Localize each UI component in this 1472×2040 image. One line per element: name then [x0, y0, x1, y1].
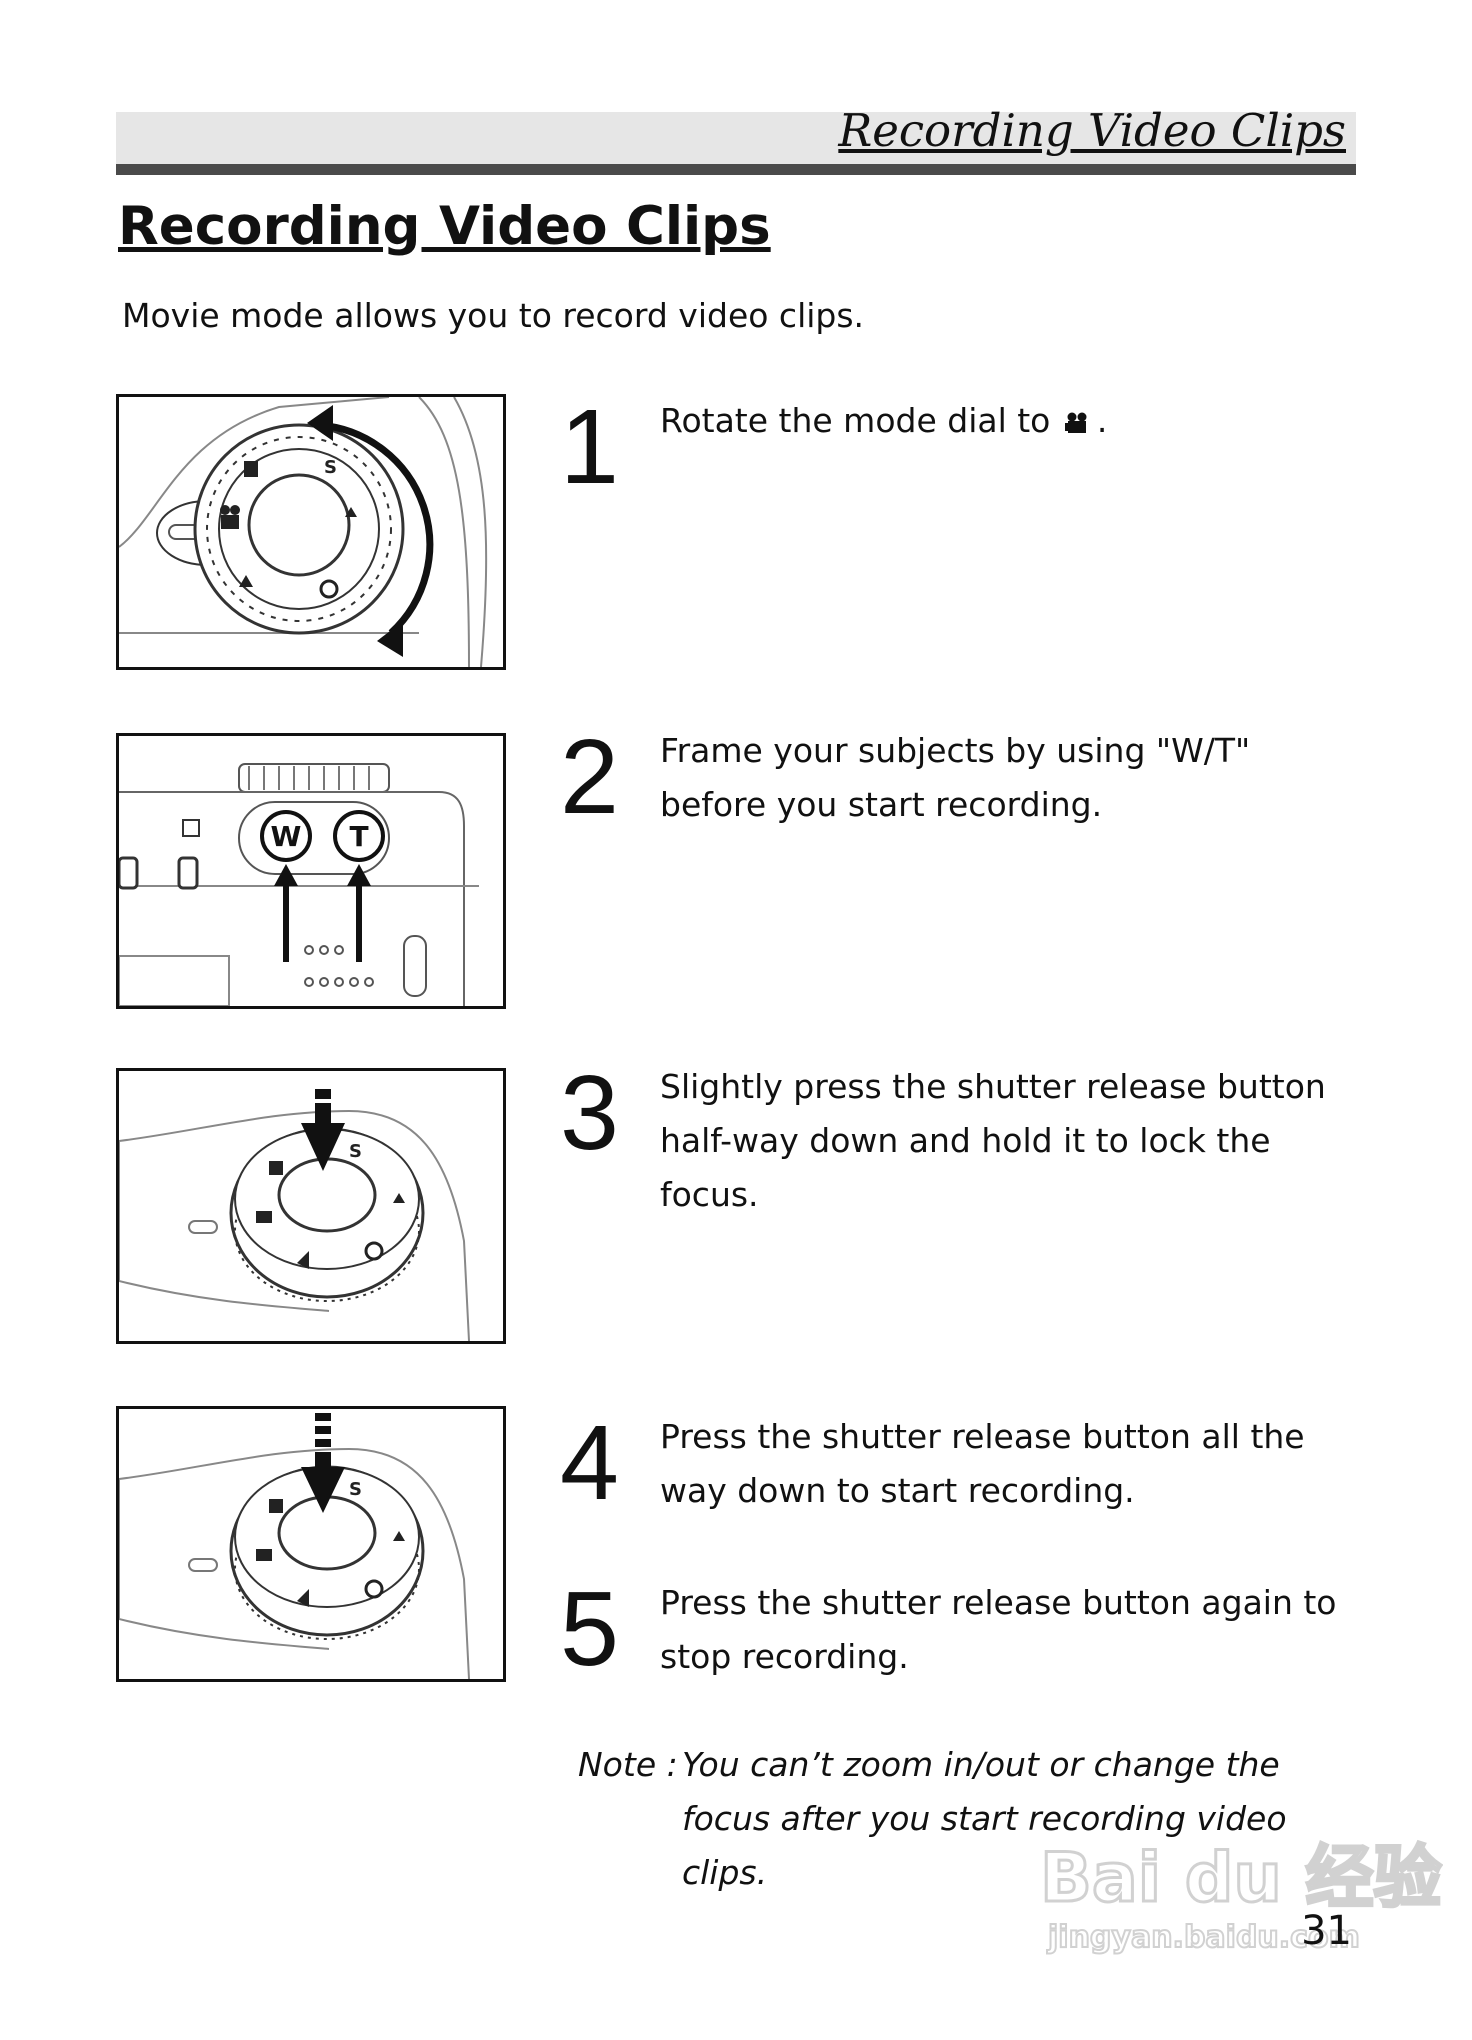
step-4-text: Press the shutter release button all the… — [660, 1417, 1305, 1510]
page-number: 31 — [1301, 1908, 1352, 1954]
note-text: You can’t zoom in/out or change the focu… — [682, 1745, 1287, 1892]
step-4-number: 4 — [560, 1404, 619, 1522]
step-5-number: 5 — [560, 1570, 619, 1688]
zoom-w-label: W — [271, 820, 302, 853]
note-block: Note : You can’t zoom in/out or change t… — [578, 1738, 1287, 1892]
dial-s-label: S — [324, 457, 337, 478]
running-header-title: Recording Video Clips — [838, 104, 1346, 157]
full-press-illustration: S — [119, 1413, 470, 1679]
figure-zoom-buttons: W T — [116, 733, 506, 1009]
step-5-text: Press the shutter release button again t… — [660, 1583, 1337, 1676]
zoom-t-label: T — [349, 820, 368, 853]
step-1-text-label: Rotate the mode dial to — [660, 401, 1051, 440]
mode-dial-illustration: S — [119, 397, 488, 667]
header-band — [116, 112, 1356, 164]
figure-mode-dial: S — [116, 394, 506, 670]
dial-s-label: S — [349, 1141, 362, 1162]
watermark-url: jingyan.baidu.com — [1047, 1919, 1361, 1956]
step-3-text: Slightly press the shutter release butto… — [660, 1067, 1326, 1214]
watermark-logo-text: Bai du 经验 — [1038, 1838, 1442, 1920]
baidu-watermark: Bai du 经验 jingyan.baidu.com — [1038, 1822, 1442, 1982]
dial-s-label: S — [349, 1479, 362, 1500]
half-press-illustration: S — [119, 1089, 470, 1341]
step-1-number: 1 — [560, 388, 619, 506]
intro-text: Movie mode allows you to record video cl… — [122, 296, 865, 335]
page-title: Recording Video Clips — [118, 196, 771, 257]
header-rule — [116, 164, 1356, 175]
figure-half-press: S — [116, 1068, 506, 1344]
figure-full-press: S — [116, 1406, 506, 1682]
step-1-text: Rotate the mode dial to . — [660, 394, 1360, 450]
movie-camera-icon — [1064, 396, 1089, 450]
step-3-number: 3 — [560, 1054, 619, 1172]
zoom-buttons-illustration: W T — [119, 763, 479, 1006]
step-2-number: 2 — [560, 718, 619, 836]
movie-mode-icon — [221, 515, 239, 529]
note-label: Note : — [578, 1745, 678, 1784]
step-2-text: Frame your subjects by using "W/T" befor… — [660, 731, 1251, 824]
step-1-text-end: . — [1096, 401, 1108, 440]
